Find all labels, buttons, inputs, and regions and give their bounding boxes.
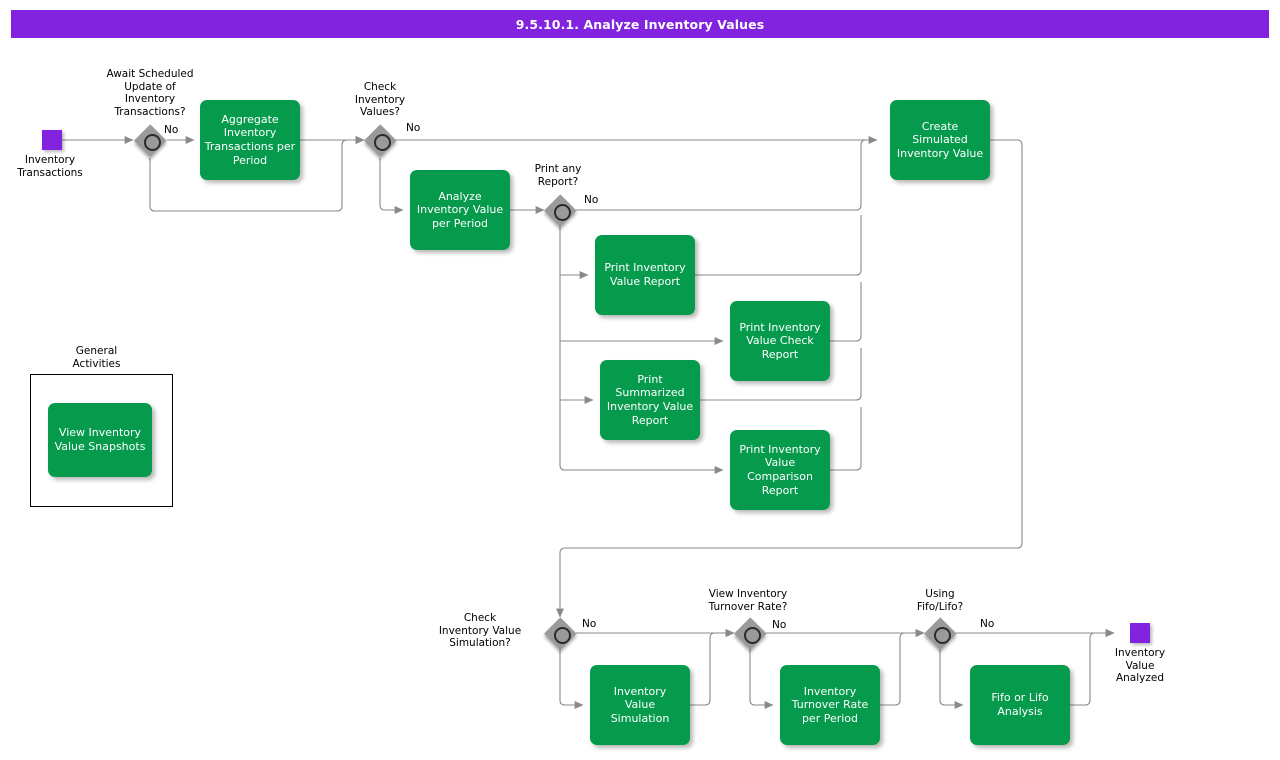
gateway-check-inventory-value-simulation-label: Check Inventory Value Simulation?: [438, 612, 522, 650]
gateway-await-scheduled-update-branch-no: No: [164, 124, 179, 136]
task-inventory-turnover-rate-per-period[interactable]: Inventory Turnover Rate per Period: [780, 665, 880, 745]
gateway-event-ring-icon: [553, 626, 571, 644]
task-print-summarized-inventory-value-report[interactable]: Print Summarized Inventory Value Report: [600, 360, 700, 440]
gateway-await-scheduled-update[interactable]: [134, 124, 166, 156]
gateway-using-fifo-lifo-label: Using Fifo/Lifo?: [916, 588, 964, 613]
gateway-view-inventory-turnover-rate-label: View Inventory Turnover Rate?: [708, 588, 788, 613]
task-analyze-inventory-value-per-period[interactable]: Analyze Inventory Value per Period: [410, 170, 510, 250]
task-view-inventory-value-snapshots[interactable]: View Inventory Value Snapshots: [48, 403, 152, 477]
gateway-await-scheduled-update-label: Await Scheduled Update of Inventory Tran…: [106, 68, 194, 119]
group-general-activities-label: General Activities: [72, 345, 121, 370]
task-aggregate-inventory-transactions[interactable]: Aggregate Inventory Transactions per Per…: [200, 100, 300, 180]
gateway-event-ring-icon: [553, 203, 571, 221]
gateway-check-inventory-values-branch-no: No: [406, 122, 421, 134]
gateway-print-any-report-branch-no: No: [584, 194, 599, 206]
gateway-view-inventory-turnover-rate-branch-no: No: [772, 619, 787, 631]
start-event-inventory-transactions[interactable]: [42, 130, 62, 150]
task-print-inventory-value-check-report[interactable]: Print Inventory Value Check Report: [730, 301, 830, 381]
task-print-inventory-value-report[interactable]: Print Inventory Value Report: [595, 235, 695, 315]
gateway-check-inventory-values[interactable]: [364, 124, 396, 156]
task-print-inventory-value-comparison-report[interactable]: Print Inventory Value Comparison Report: [730, 430, 830, 510]
gateway-print-any-report-label: Print any Report?: [534, 163, 582, 188]
start-event-label: Inventory Transactions: [17, 154, 83, 179]
gateway-check-inventory-values-label: Check Inventory Values?: [354, 81, 406, 119]
gateway-using-fifo-lifo[interactable]: [924, 617, 956, 649]
end-event-inventory-value-analyzed[interactable]: [1130, 623, 1150, 643]
task-fifo-or-lifo-analysis[interactable]: Fifo or Lifo Analysis: [970, 665, 1070, 745]
gateway-check-inventory-value-simulation-branch-no: No: [582, 618, 597, 630]
gateway-event-ring-icon: [743, 626, 761, 644]
gateway-event-ring-icon: [933, 626, 951, 644]
end-event-label: Inventory Value Analyzed: [1114, 647, 1166, 685]
gateway-print-any-report[interactable]: [544, 194, 576, 226]
gateway-check-inventory-value-simulation[interactable]: [544, 617, 576, 649]
page-title: 9.5.10.1. Analyze Inventory Values: [515, 16, 765, 32]
gateway-event-ring-icon: [143, 133, 161, 151]
task-inventory-value-simulation[interactable]: Inventory Value Simulation: [590, 665, 690, 745]
gateway-event-ring-icon: [373, 133, 391, 151]
group-general-activities: [30, 374, 173, 507]
task-create-simulated-inventory-value[interactable]: Create Simulated Inventory Value: [890, 100, 990, 180]
page-title-bar: 9.5.10.1. Analyze Inventory Values: [11, 10, 1269, 38]
gateway-view-inventory-turnover-rate[interactable]: [734, 617, 766, 649]
gateway-using-fifo-lifo-branch-no: No: [980, 618, 995, 630]
